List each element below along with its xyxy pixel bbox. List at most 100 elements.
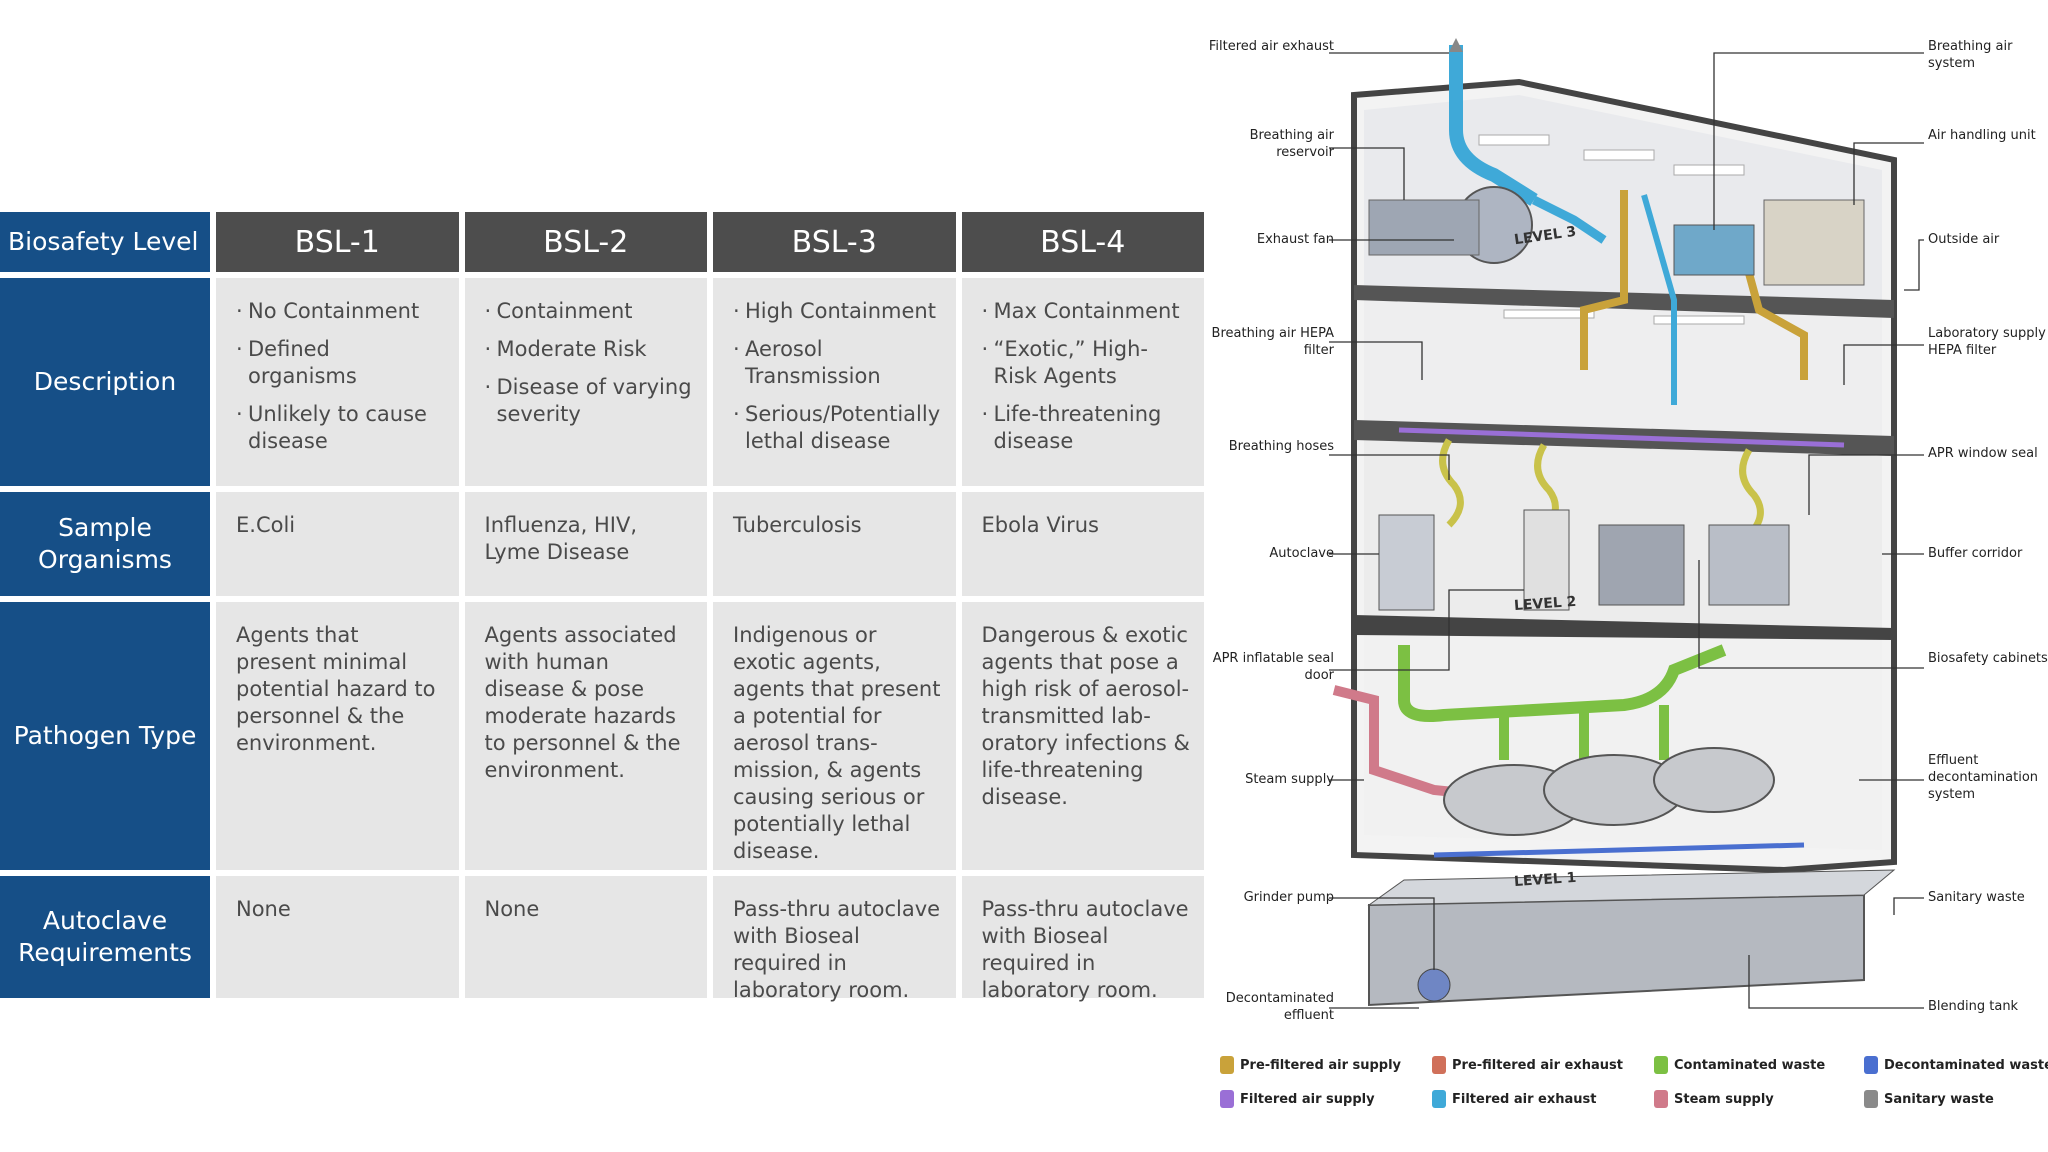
description-item: Unlikely to cause disease — [236, 401, 445, 455]
corner-label: Biosafety Level — [0, 212, 210, 272]
biosafety-cabinet — [1708, 524, 1790, 606]
description-item: Containment — [485, 298, 694, 325]
autoclave-cell-bsl3: Pass-thru autoclave with Bioseal require… — [713, 876, 956, 1002]
cell-text: Indigenous or exotic agents, agents that… — [733, 623, 941, 863]
filtered-air-supply-line — [1398, 427, 1845, 448]
biosafety-cabinet — [1598, 524, 1685, 606]
autoclave-cell-bsl1: None — [216, 876, 459, 998]
pathogen-cell-bsl4: Dangerous & exotic agents that pose a hi… — [961, 602, 1204, 870]
label-breathing-air-reservoir: Breathing air reservoir — [1249, 128, 1334, 160]
description-cell-bsl2: Containment Moderate Risk Disease of var… — [464, 278, 707, 486]
legend-swatch — [1220, 1090, 1234, 1108]
legend-item: Filtered air supply — [1220, 1090, 1375, 1108]
legend-swatch — [1432, 1090, 1446, 1108]
legend-label: Filtered air exhaust — [1452, 1091, 1597, 1107]
legend-item: Steam supply — [1654, 1090, 1774, 1108]
label-biosafety-cabinets: Biosafety cabinets — [1928, 651, 2048, 666]
description-item: Serious/Potentially lethal disease — [733, 401, 942, 455]
legend-item: Pre-filtered air exhaust — [1432, 1056, 1623, 1074]
legend-item: Pre-filtered air supply — [1220, 1056, 1401, 1074]
breathing-air-system-unit — [1673, 224, 1755, 276]
legend-swatch — [1432, 1056, 1446, 1074]
pathogen-cell-bsl1: Agents that present minimal potential ha… — [216, 602, 459, 870]
label-breathing-air-system: Breathing air system — [1928, 39, 2013, 71]
legend-swatch — [1864, 1090, 1878, 1108]
breathing-hose — [1439, 438, 1464, 528]
cell-text: None — [484, 897, 540, 921]
description-cell-bsl4: Max Containment “Exotic,” High-Risk Agen… — [961, 278, 1204, 486]
label-steam-supply: Steam supply — [1245, 772, 1334, 787]
legend-label: Pre-filtered air supply — [1240, 1057, 1402, 1073]
bsl4-facility-diagram: LEVEL 3 LEVEL 2 LEVEL 1 Filtered air exh… — [1204, 0, 2048, 1152]
ceiling-light — [1583, 149, 1655, 161]
ceiling-light — [1653, 315, 1745, 325]
legend-label: Decontaminated waste — [1884, 1057, 2048, 1073]
organisms-cell-bsl1: E.Coli — [216, 492, 459, 596]
description-item: Aerosol Transmission — [733, 336, 942, 390]
organisms-cell-bsl4: Ebola Virus — [961, 492, 1204, 596]
effluent-tank — [1653, 747, 1775, 813]
label-apr-window-seal: APR window seal — [1928, 446, 2038, 461]
breathing-air-reservoir — [1368, 199, 1480, 256]
cell-text: Tuberculosis — [733, 513, 862, 537]
cell-text: Agents associated with human disease & p… — [484, 623, 681, 782]
legend-item: Decontaminated waste — [1864, 1056, 2048, 1074]
air-handling-unit — [1763, 199, 1865, 286]
autoclave-unit — [1378, 514, 1435, 611]
level-header-bsl2: BSL-2 — [464, 212, 707, 272]
description-item: No Containment — [236, 298, 445, 325]
level-header-bsl3: BSL-3 — [713, 212, 956, 272]
level-header-bsl1: BSL-1 — [216, 212, 459, 272]
row-label-autoclave: Autoclave Requirements — [0, 876, 210, 998]
description-row: Description No Containment Defined organ… — [0, 278, 1204, 486]
breathing-hose — [1739, 448, 1764, 538]
label-autoclave: Autoclave — [1269, 546, 1334, 561]
legend-swatch — [1864, 1056, 1878, 1074]
description-item: High Containment — [733, 298, 942, 325]
cell-text: Pass-thru autoclave with Bioseal require… — [981, 897, 1189, 1002]
filtered-air-exhaust-duct — [1641, 194, 1677, 405]
ceiling-light — [1673, 164, 1745, 176]
cell-text: Pass-thru autoclave with Bioseal require… — [733, 897, 941, 1002]
autoclave-cell-bsl2: None — [464, 876, 707, 998]
autoclave-cell-bsl4: Pass-thru autoclave with Bioseal require… — [961, 876, 1204, 1002]
label-buffer-corridor: Buffer corridor — [1928, 546, 2023, 561]
sample-organisms-row: Sample Organisms E.Coli Influenza, HIV, … — [0, 492, 1204, 596]
pathogen-cell-bsl3: Indigenous or exotic agents, agents that… — [713, 602, 956, 870]
description-item: Disease of varying severity — [485, 374, 694, 428]
label-breathing-air-hepa-filter: Breathing air HEPA filter — [1211, 326, 1334, 358]
filtered-air-exhaust-duct — [1449, 45, 1538, 206]
facility-illustration — [1329, 38, 1924, 1009]
blending-tank-top — [1367, 869, 1896, 906]
cell-text: None — [236, 897, 291, 921]
level2-upper-room — [1364, 300, 1882, 438]
legend-item: Contaminated waste — [1654, 1056, 1825, 1074]
label-air-handling-unit: Air handling unit — [1928, 128, 2036, 143]
row-label-pathogen-type: Pathogen Type — [0, 602, 210, 870]
description-cell-bsl1: No Containment Defined organisms Unlikel… — [216, 278, 459, 486]
table-header-row: Biosafety Level BSL-1 BSL-2 BSL-3 BSL-4 — [0, 212, 1204, 272]
description-item: Max Containment — [982, 298, 1191, 325]
leader-lines — [1698, 52, 1924, 1009]
label-effluent-decontamination-system: Effluent decontamination system — [1928, 753, 2039, 802]
description-item: Defined organisms — [236, 336, 445, 390]
label-decontaminated-effluent: Decontaminated effluent — [1225, 991, 1334, 1023]
description-item: Life-threatening disease — [982, 401, 1191, 455]
legend-label: Steam supply — [1674, 1091, 1774, 1107]
floor-slab — [1354, 615, 1894, 640]
organisms-cell-bsl3: Tuberculosis — [713, 492, 956, 596]
organisms-cell-bsl2: Influenza, HIV, Lyme Disease — [464, 492, 707, 596]
description-item: Moderate Risk — [485, 336, 694, 363]
cell-text: Influenza, HIV, Lyme Disease — [484, 513, 638, 564]
seal-door — [1523, 509, 1570, 611]
legend-label: Contaminated waste — [1674, 1057, 1826, 1073]
description-cell-bsl3: High Containment Aerosol Transmission Se… — [713, 278, 956, 486]
label-exhaust-fan: Exhaust fan — [1256, 232, 1334, 247]
pre-filtered-air-supply-duct — [1580, 190, 1628, 370]
legend-item: Sanitary waste — [1864, 1090, 1994, 1108]
cell-text: E.Coli — [236, 513, 296, 537]
legend-swatch — [1220, 1056, 1234, 1074]
row-label-sample-organisms: Sample Organisms — [0, 492, 210, 596]
ceiling-light — [1503, 309, 1595, 319]
label-blending-tank: Blending tank — [1928, 999, 2019, 1014]
